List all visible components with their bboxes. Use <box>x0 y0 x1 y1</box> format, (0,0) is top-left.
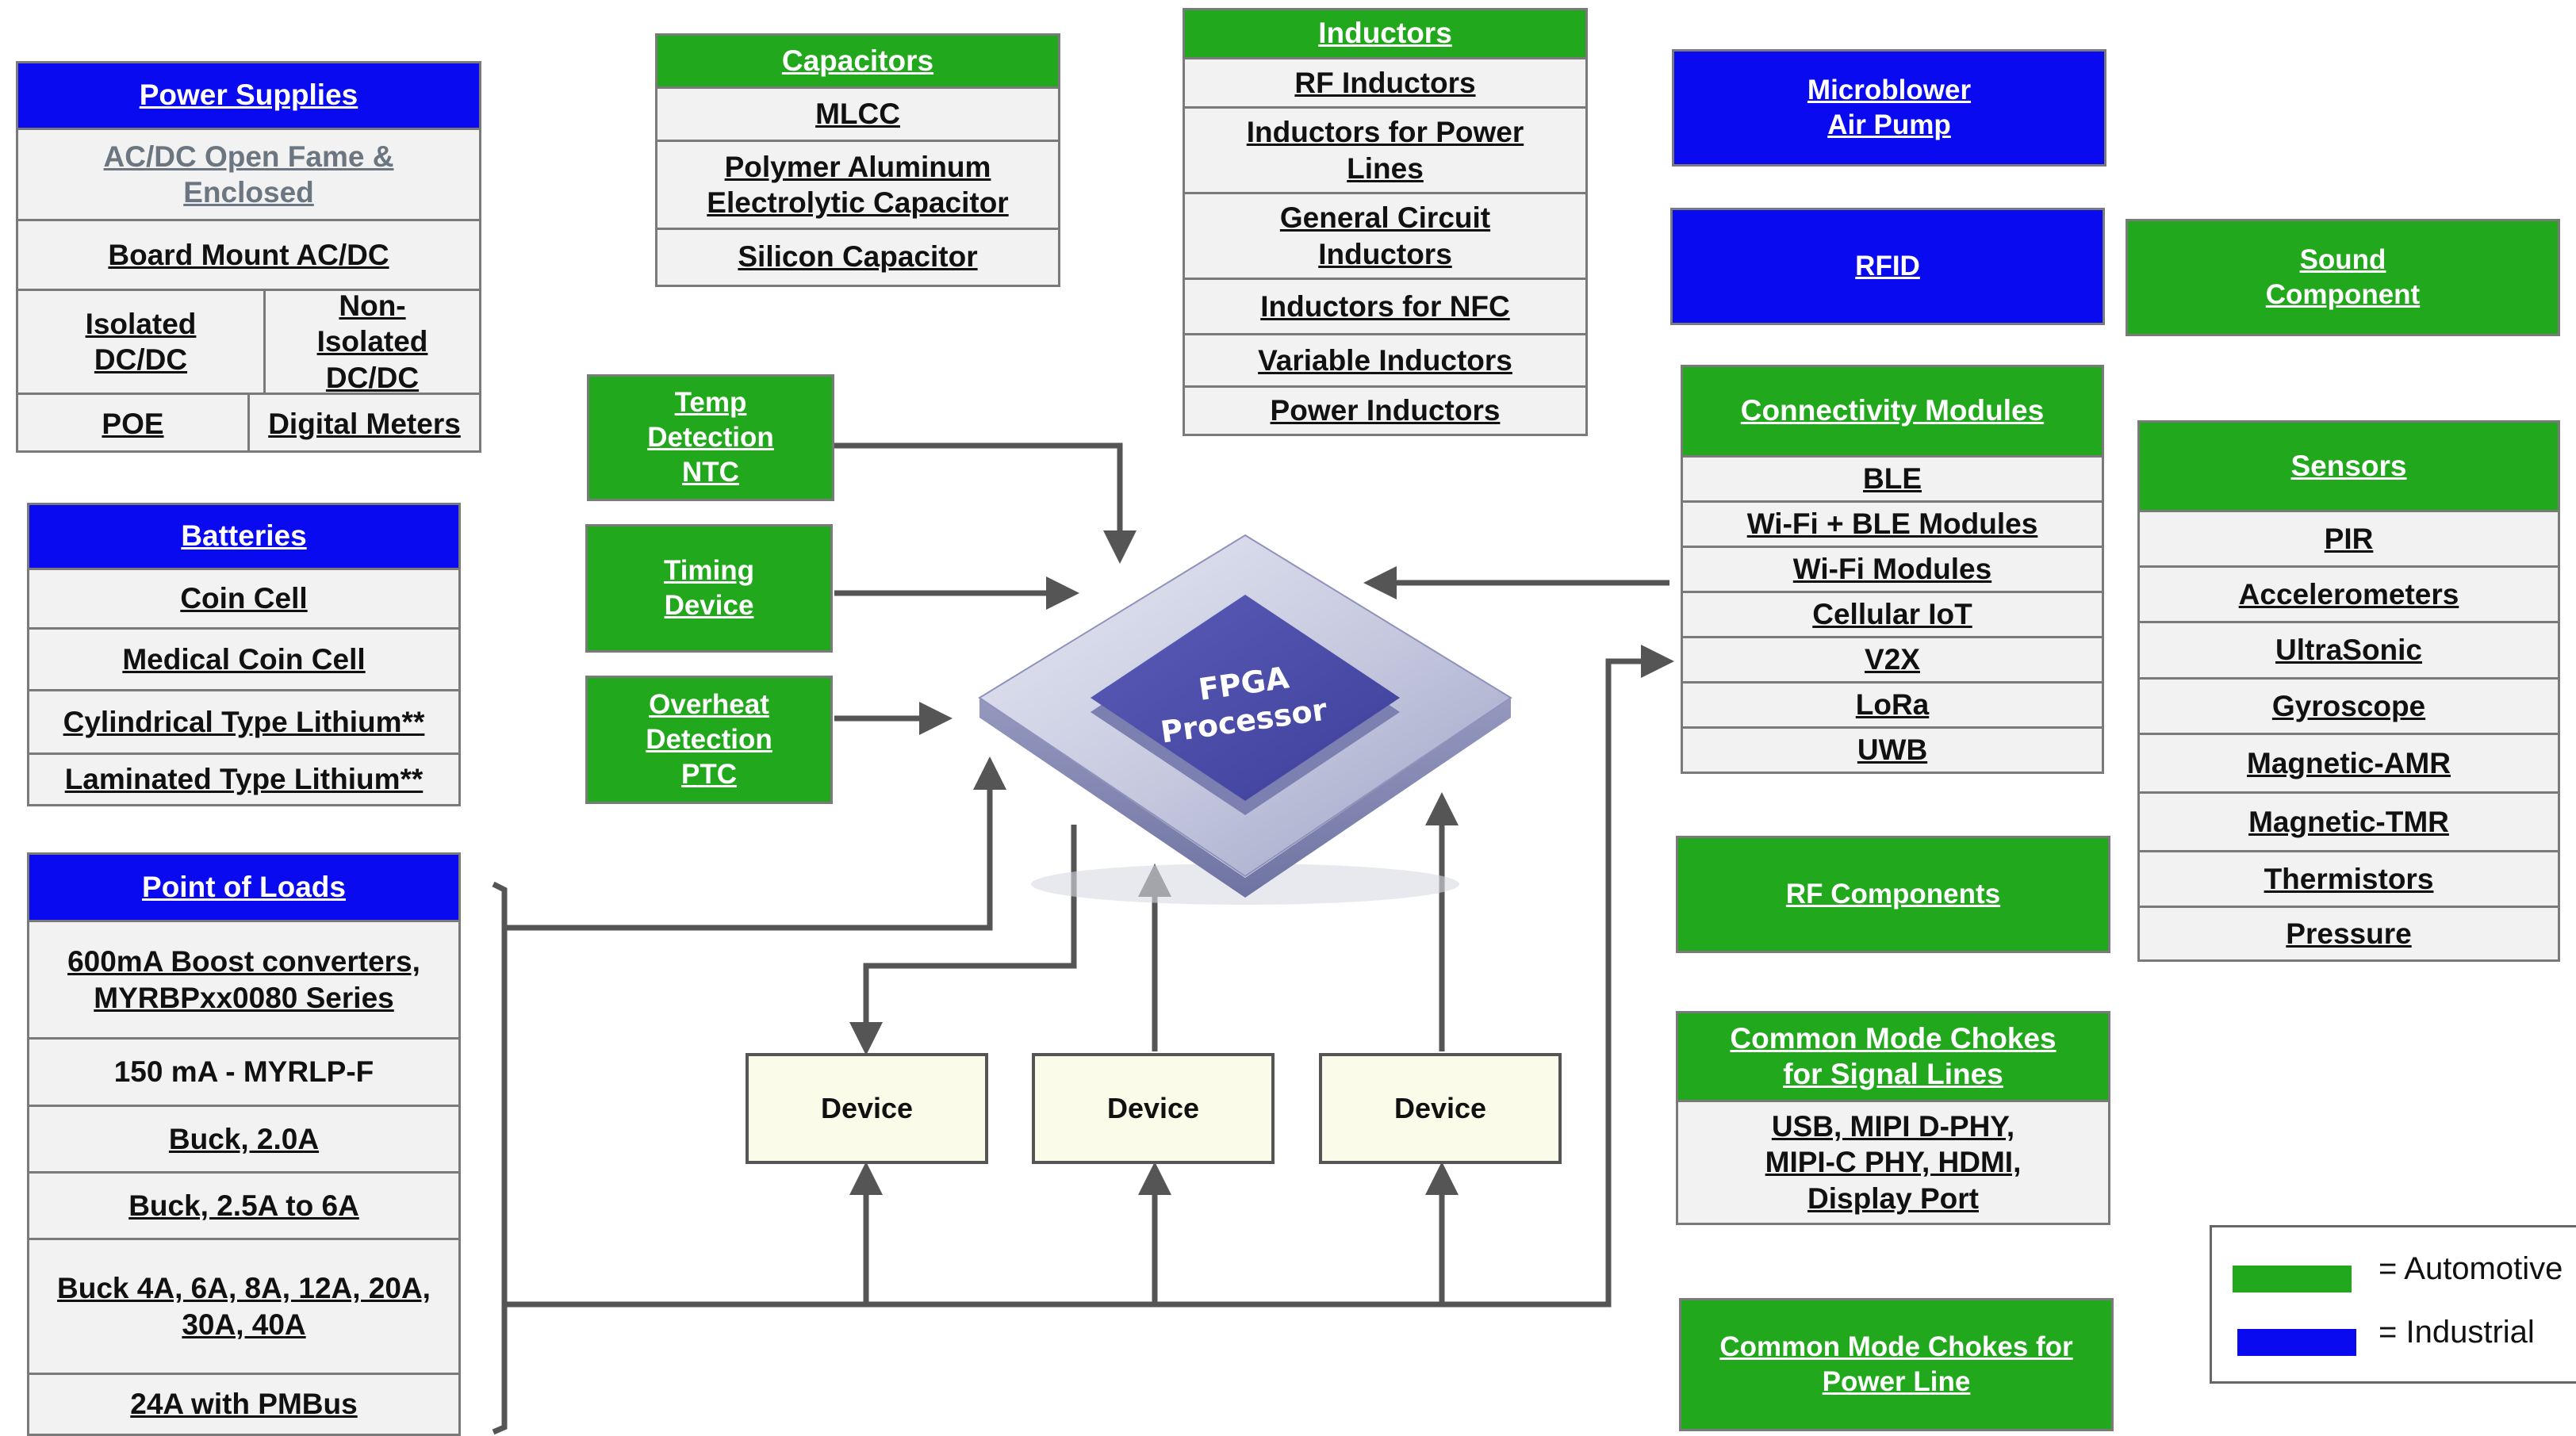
digital-meters-item[interactable]: Digital Meters <box>247 395 479 453</box>
pol-item[interactable]: Buck, 2.5A to 6A <box>29 1174 458 1240</box>
legend-industrial-label: = Industrial <box>2379 1315 2535 1350</box>
connectivity-item[interactable]: UWB <box>1683 729 2102 772</box>
point-of-loads-box: Point of Loads 600mA Boost converters, M… <box>27 852 461 1436</box>
capacitor-item[interactable]: Polymer Aluminum Electrolytic Capacitor <box>657 142 1058 230</box>
legend: = Automotive = Industrial <box>2210 1225 2576 1384</box>
non-isolated-dcdc-item[interactable]: Non-Isolated DC/DC <box>263 289 479 394</box>
poe-row: POE Digital Meters <box>18 395 479 453</box>
legend-industrial-swatch <box>2237 1329 2356 1356</box>
capacitor-item[interactable]: Silicon Capacitor <box>657 230 1058 283</box>
sensor-item[interactable]: Pressure <box>2140 908 2558 959</box>
dcdc-row: Isolated DC/DC Non-Isolated DC/DC <box>18 289 479 395</box>
pol-item[interactable]: 24A with PMBus <box>29 1375 458 1434</box>
isolated-dcdc-item[interactable]: Isolated DC/DC <box>85 307 197 376</box>
inductor-item[interactable]: Inductors for Power Lines <box>1185 109 1585 194</box>
power-supplies-title[interactable]: Power Supplies <box>18 63 479 130</box>
device-box[interactable]: Device <box>746 1053 988 1164</box>
pol-item[interactable]: 150 mA - MYRLP-F <box>29 1040 458 1107</box>
connectivity-modules-title[interactable]: Connectivity Modules <box>1683 367 2102 458</box>
sensor-item[interactable]: Thermistors <box>2140 852 2558 908</box>
batteries-box: Batteries Coin Cell Medical Coin Cell Cy… <box>27 503 461 806</box>
poe-item[interactable]: POE <box>102 407 164 440</box>
inductor-item[interactable]: Variable Inductors <box>1185 335 1585 388</box>
power-supplies-box: Power Supplies AC/DC Open Fame & Enclose… <box>16 61 481 453</box>
timing-device-tile[interactable]: Timing Device <box>585 524 833 653</box>
battery-item[interactable]: Medical Coin Cell <box>29 630 458 691</box>
inductor-item[interactable]: Power Inductors <box>1185 388 1585 434</box>
inductors-box: Inductors RF Inductors Inductors for Pow… <box>1183 8 1588 436</box>
sensor-item[interactable]: Magnetic-AMR <box>2140 735 2558 794</box>
overheat-detection-ptc-tile[interactable]: Overheat Detection PTC <box>585 676 833 804</box>
inductor-item[interactable]: General Circuit Inductors <box>1185 194 1585 280</box>
temp-to-processor-arrow <box>834 442 1137 564</box>
legend-automotive-label: = Automotive <box>2379 1251 2563 1286</box>
cmc-power-line-tile[interactable]: Common Mode Chokes for Power Line <box>1679 1298 2114 1431</box>
point-of-loads-title[interactable]: Point of Loads <box>29 855 458 922</box>
battery-item[interactable]: Coin Cell <box>29 570 458 630</box>
rfid-tile[interactable]: RFID <box>1670 208 2105 325</box>
device-box[interactable]: Device <box>1319 1053 1562 1164</box>
inductors-title[interactable]: Inductors <box>1185 10 1585 59</box>
microblower-air-pump-tile[interactable]: Microblower Air Pump <box>1672 49 2106 167</box>
rf-components-tile[interactable]: RF Components <box>1676 836 2110 953</box>
device-box[interactable]: Device <box>1032 1053 1275 1164</box>
fpga-processor-chip[interactable]: FPGA Processor <box>972 527 1515 916</box>
pol-item[interactable]: Buck 4A, 6A, 8A, 12A, 20A, 30A, 40A <box>29 1240 458 1375</box>
inductor-item[interactable]: RF Inductors <box>1185 59 1585 109</box>
cmc-signal-lines-box: Common Mode Chokes for Signal Lines USB,… <box>1676 1011 2110 1225</box>
bottom-bus <box>504 645 1674 1308</box>
sensor-item[interactable]: Accelerometers <box>2140 568 2558 623</box>
pol-to-processor <box>504 756 1006 931</box>
batteries-title[interactable]: Batteries <box>29 505 458 570</box>
connectivity-item[interactable]: LoRa <box>1683 684 2102 729</box>
board-mount-acdc-item[interactable]: Board Mount AC/DC <box>18 221 479 291</box>
inductor-item[interactable]: Inductors for NFC <box>1185 280 1585 335</box>
sensors-box: Sensors PIR Accelerometers UltraSonic Gy… <box>2137 420 2560 962</box>
cmc-signal-item[interactable]: USB, MIPI D-PHY, MIPI-C PHY, HDMI, Displ… <box>1678 1102 2108 1223</box>
pol-item[interactable]: Buck, 2.0A <box>29 1107 458 1174</box>
capacitors-title[interactable]: Capacitors <box>657 36 1058 89</box>
connectivity-item[interactable]: BLE <box>1683 458 2102 503</box>
connectivity-item[interactable]: Wi-Fi + BLE Modules <box>1683 503 2102 548</box>
connectivity-modules-box: Connectivity Modules BLE Wi-Fi + BLE Mod… <box>1681 365 2104 774</box>
sensor-item[interactable]: Gyroscope <box>2140 680 2558 735</box>
sensor-item[interactable]: PIR <box>2140 512 2558 568</box>
sensors-title[interactable]: Sensors <box>2140 423 2558 512</box>
temp-detection-ntc-tile[interactable]: Temp Detection NTC <box>587 374 834 501</box>
sensor-item[interactable]: Magnetic-TMR <box>2140 794 2558 852</box>
capacitors-box: Capacitors MLCC Polymer Aluminum Electro… <box>655 33 1060 287</box>
legend-automotive-swatch <box>2233 1266 2352 1292</box>
battery-item[interactable]: Laminated Type Lithium** <box>29 755 458 804</box>
connectivity-item[interactable]: V2X <box>1683 638 2102 684</box>
pol-item[interactable]: 600mA Boost converters, MYRBPxx0080 Seri… <box>29 922 458 1040</box>
sensor-item[interactable]: UltraSonic <box>2140 623 2558 680</box>
acdc-open-frame-item[interactable]: AC/DC Open Fame & Enclosed <box>18 130 479 221</box>
pol-bracket <box>492 881 508 1435</box>
battery-item[interactable]: Cylindrical Type Lithium** <box>29 691 458 755</box>
connectivity-item[interactable]: Wi-Fi Modules <box>1683 548 2102 593</box>
capacitor-item[interactable]: MLCC <box>657 89 1058 142</box>
connectivity-item[interactable]: Cellular IoT <box>1683 593 2102 638</box>
cmc-signal-lines-title[interactable]: Common Mode Chokes for Signal Lines <box>1678 1013 2108 1102</box>
sound-component-tile[interactable]: Sound Component <box>2126 219 2560 336</box>
